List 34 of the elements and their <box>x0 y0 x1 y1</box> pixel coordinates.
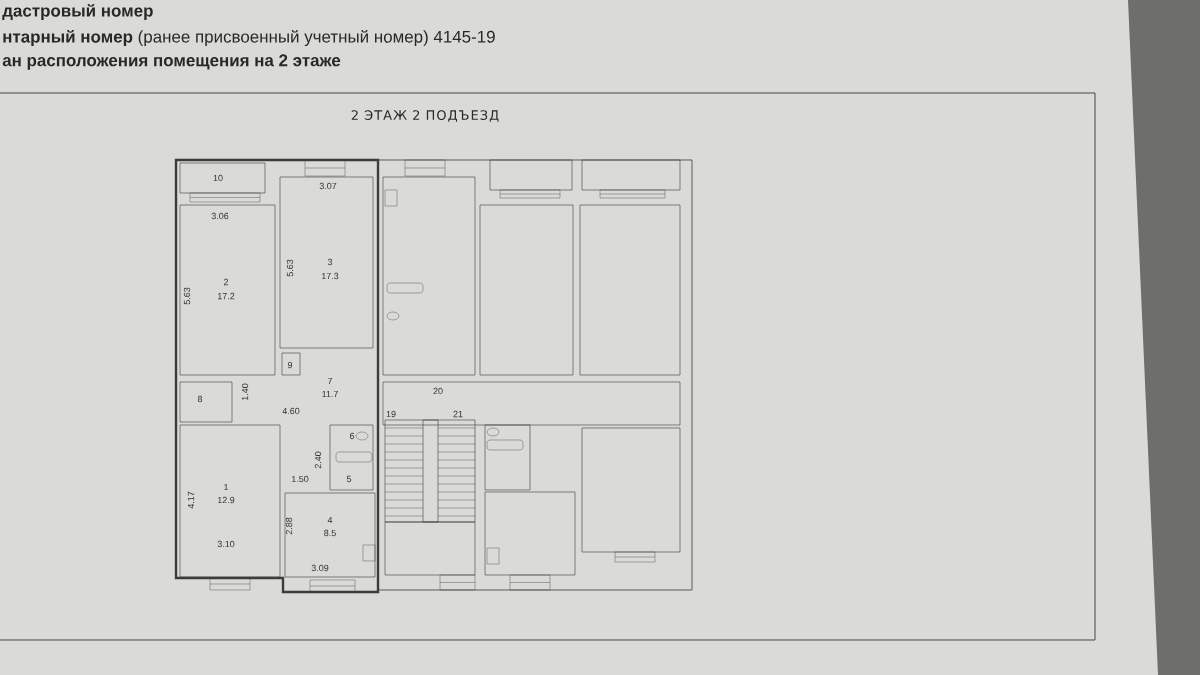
plan-label: 3.06 <box>211 212 229 220</box>
plan-label: 9 <box>287 361 293 369</box>
plan-label: 19 <box>386 410 396 418</box>
plan-label: 2 <box>223 278 229 286</box>
plan-label: 4 <box>327 516 333 524</box>
plan-label: 17.2 <box>217 292 235 300</box>
plan-label: 8.5 <box>324 529 336 537</box>
plan-label: 1.50 <box>291 475 309 483</box>
plan-label: 20 <box>433 387 443 395</box>
plan-label: 3.07 <box>319 182 337 190</box>
plan-label: 8 <box>197 395 203 403</box>
header-line: нтарный номер (ранее присвоенный учетный номер) 4145-19 <box>3 29 495 47</box>
plan-label: 1 <box>224 483 229 491</box>
plan-label: 12.9 <box>217 496 235 504</box>
plan-label: 21 <box>453 410 463 418</box>
plan-label: 3.10 <box>217 540 235 548</box>
plan-label: 6 <box>349 432 355 440</box>
header-line: ан расположения помещения на 2 этаже <box>2 54 341 70</box>
plan-label: 5 <box>346 475 352 483</box>
plan-label: 10 <box>213 174 223 182</box>
plan-label: 7 <box>327 377 333 385</box>
plan-label: 11.7 <box>322 390 338 398</box>
plan-label: 4.60 <box>282 407 300 415</box>
plan-label: 3 <box>327 258 333 266</box>
plan-label: 2.40 <box>314 451 322 469</box>
plan-label: 4.17 <box>187 491 195 509</box>
plan-label: 1.40 <box>241 383 249 401</box>
plan-label: 3.09 <box>311 564 329 572</box>
plan-label: 17.3 <box>321 272 339 280</box>
plan-heading: 2 ЭТАЖ 2 ПОДЪЕЗД <box>351 110 499 122</box>
plan-label: 5.63 <box>183 287 191 305</box>
plan-label: 2.88 <box>285 517 293 535</box>
plan-label: 5.63 <box>286 259 294 277</box>
header-line: дастровый номер <box>2 3 153 21</box>
